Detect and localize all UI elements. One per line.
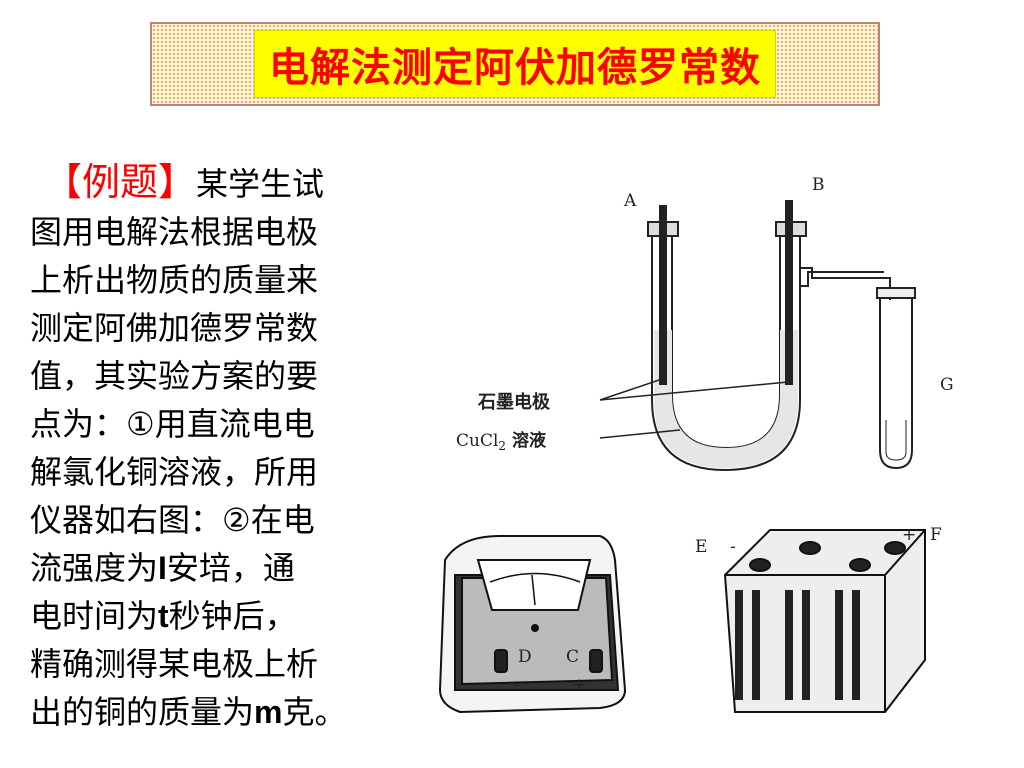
time-variable: t: [158, 598, 169, 634]
electrode-a: [659, 205, 667, 385]
text-line-3: 上析出物质的质量来: [30, 261, 319, 299]
meter-label-c: C: [566, 647, 579, 667]
text-line-5: 值，其实验方案的要: [30, 357, 319, 395]
example-label: 【例题】: [44, 160, 197, 204]
title-inner: 电解法测定阿伏加德罗常数: [254, 30, 776, 98]
cucl2-solution: [654, 330, 798, 468]
text-line-12: 出的铜的质量为m克。: [30, 688, 400, 736]
text-line-7: 解氯化铜溶液，所用: [30, 453, 319, 491]
battery-minus: -: [730, 537, 736, 557]
title-banner: 电解法测定阿伏加德罗常数: [150, 22, 880, 106]
test-tube-g: [876, 287, 916, 470]
label-e: E: [695, 537, 707, 557]
solution-label: CuCl2 溶液: [456, 430, 546, 453]
galvanometer: [438, 535, 627, 714]
meter-label-d: D: [518, 647, 532, 667]
current-variable: I: [158, 550, 167, 586]
battery-plus: +: [902, 525, 916, 545]
label-a: A: [623, 191, 637, 211]
label-f: F: [930, 525, 942, 545]
text-line-9-b: 安培，通: [166, 549, 295, 587]
text-line-4: 测定阿佛加德罗常数: [30, 309, 319, 347]
text-line-6: 点为：①用直流电电: [30, 405, 315, 443]
text-line-10-b: 秒钟后，: [168, 597, 297, 635]
battery: [723, 529, 926, 713]
mass-variable: m: [254, 694, 283, 730]
meter-minus: -: [514, 675, 520, 695]
electrode-b: [785, 200, 793, 385]
meter-plus: +: [572, 675, 586, 695]
text-line-9-a: 流强度为: [30, 549, 159, 587]
leader-lines: [599, 377, 789, 439]
label-b: B: [812, 175, 825, 195]
text-line-9: 流强度为I安培，通: [30, 544, 400, 592]
text-line-12-a: 出的铜的质量为: [30, 693, 255, 731]
text-line-10: 电时间为t秒钟后，: [30, 592, 400, 640]
text-line-10-a: 电时间为: [30, 597, 159, 635]
u-tube: [647, 221, 891, 472]
text-line-1-content: 某学生试: [196, 165, 325, 203]
text-line-8: 仪器如右图：②在电: [30, 501, 315, 539]
problem-text: 【例题】某学生试 图用电解法根据电极 上析出物质的质量来 测定阿佛加德罗常数 值…: [30, 158, 400, 736]
text-line-1: 【例题】某学生试: [30, 158, 400, 208]
text-line-12-b: 克。: [282, 693, 347, 731]
graphite-electrode-label: 石墨电极: [477, 391, 551, 413]
label-g: G: [940, 375, 954, 395]
text-line-2: 图用电解法根据电极: [30, 213, 319, 251]
page-title: 电解法测定阿伏加德罗常数: [269, 45, 761, 91]
text-line-11: 精确测得某电极上析: [30, 645, 319, 683]
